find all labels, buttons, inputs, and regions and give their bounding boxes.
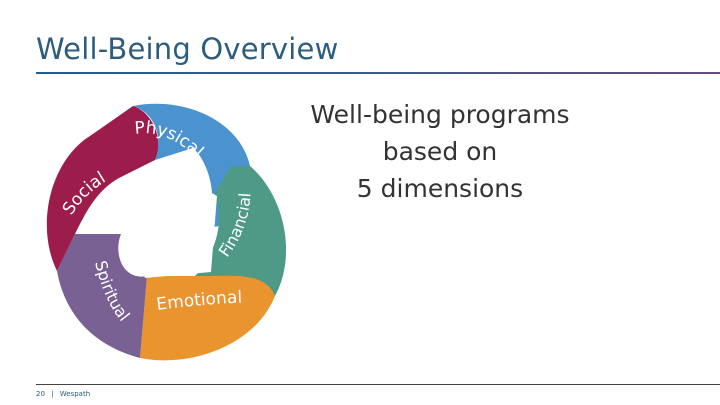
tagline-line-3: 5 dimensions <box>290 170 590 207</box>
footer-divider <box>36 384 720 385</box>
wheel-center <box>121 162 217 278</box>
tagline: Well-being programs based on 5 dimension… <box>290 96 590 207</box>
wellbeing-wheel-diagram: Physical Financial Emotional Spiritual S… <box>35 96 305 366</box>
page-number: 20 <box>36 390 45 398</box>
footer-separator: | <box>51 390 53 398</box>
tagline-line-1: Well-being programs <box>290 96 590 133</box>
tagline-line-2: based on <box>290 133 590 170</box>
company-name: Wespath <box>60 390 90 398</box>
slide-title: Well-Being Overview <box>36 32 339 66</box>
segment-emotional <box>140 276 275 361</box>
footer: 20 | Wespath <box>36 390 94 398</box>
title-divider <box>36 72 720 74</box>
